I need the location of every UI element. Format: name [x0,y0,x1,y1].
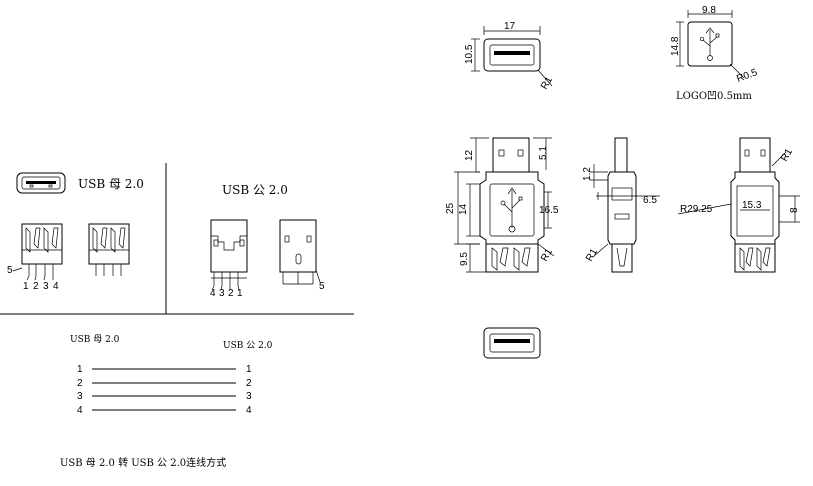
dim-15-3: 15.3 [742,200,762,211]
dim-r1-side: R1 [584,247,600,264]
dim-5-1: 5.1 [538,146,549,160]
usb-female-connector-view-1 [12,223,63,281]
wiring-right-pin-3: 3 [246,391,252,402]
male-pin-5: 5 [319,281,325,292]
dim-r1-front: R1 [539,247,555,264]
male-pin-2: 2 [228,288,234,299]
female-pin-4: 4 [53,281,59,292]
male-pin-1: 1 [237,288,243,299]
male-pin-3: 3 [219,288,225,299]
dim-25: 25 [445,202,456,214]
dim-14: 14 [458,203,469,215]
male-title: USB 公 2.0 [222,183,288,197]
wiring-male-title: USB 公 2.0 [223,340,273,351]
female-pin-3: 3 [43,281,49,292]
dim-9-8: 9.8 [702,5,716,16]
dim-12: 12 [464,149,475,161]
dim-17: 17 [504,21,516,32]
right-panel: 17 10.5 R1 9.8 14.8 R0.5 LO [445,5,800,359]
wiring-caption: USB 母 2.0 转 USB 公 2.0连线方式 [60,456,226,469]
adapter-front-view [454,137,555,273]
dim-r1-top: R1 [539,75,555,92]
usb-female-port-icon [16,172,66,194]
dim-16-5: 16.5 [539,205,559,216]
wiring-right-pin-1: 1 [246,364,252,375]
female-pin-1: 1 [23,281,29,292]
wiring-left-pin-4: 4 [77,405,83,416]
dim-r0-5: R0.5 [735,67,759,85]
dim-14-8: 14.8 [670,36,681,56]
wiring-left-pin-3: 3 [77,391,83,402]
dim-r29-25: R29.25 [680,204,713,215]
logo-detail-view [676,10,745,79]
male-pin-4: 4 [210,288,216,299]
dim-10-5: 10.5 [464,44,475,64]
wiring-left-pin-1: 1 [77,364,83,375]
wiring-right-pin-4: 4 [246,405,252,416]
female-end-top-view [471,26,553,87]
dim-1-2: 1.2 [582,167,593,181]
usb-male-connector-view-1 [210,219,248,291]
adapter-side-view [590,137,660,273]
wiring-right-pin-2: 2 [246,378,252,389]
dim-r1-back: R1 [779,147,795,164]
adapter-back-view [677,137,800,273]
dim-6-5: 6.5 [643,195,657,206]
logo-note: LOGO凹0.5mm [676,91,752,102]
dim-8: 8 [789,207,800,213]
female-title: USB 母 2.0 [78,177,144,191]
wiring-female-title: USB 母 2.0 [70,334,120,345]
left-panel: USB 母 2.0 1 2 3 4 5 [0,163,354,469]
usb-male-connector-view-2 [279,219,321,285]
female-end-bottom-view [483,327,541,359]
dim-9-5: 9.5 [459,252,470,266]
usb-female-connector-view-2 [88,223,130,276]
female-pin-5: 5 [7,265,13,276]
female-pin-2: 2 [33,281,39,292]
usb-logo-icon [699,27,720,61]
wiring-left-pin-2: 2 [77,378,83,389]
usb-logo-icon [500,187,523,233]
